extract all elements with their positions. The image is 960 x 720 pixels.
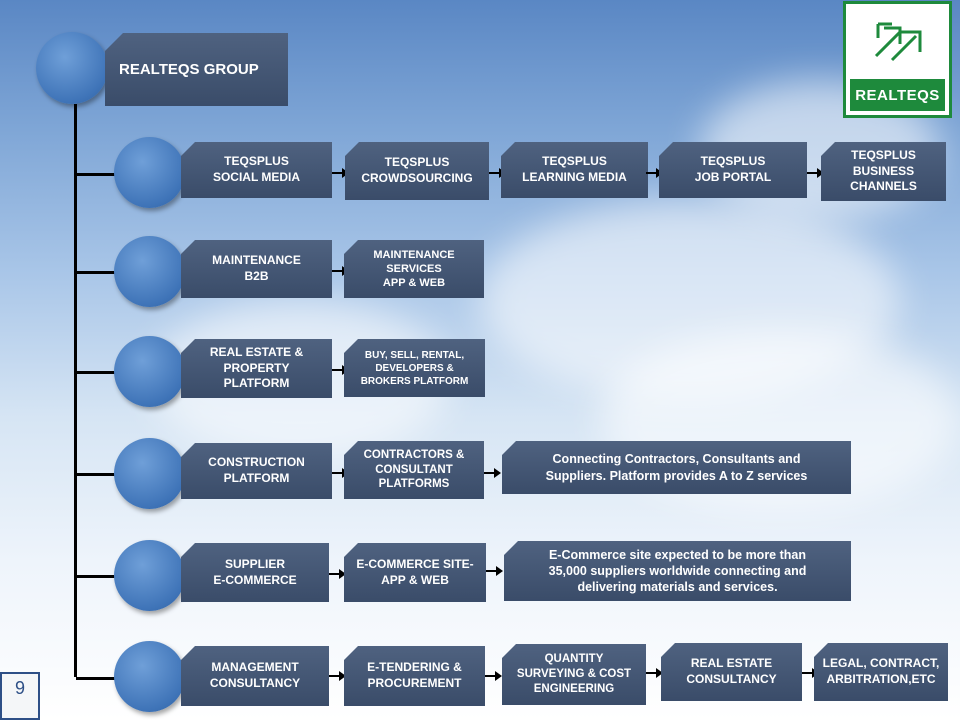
box-legal-contract-arbitration: LEGAL, CONTRACT, ARBITRATION,ETC: [814, 643, 948, 701]
flow-arrow: [489, 168, 506, 178]
flow-arrow: [332, 266, 349, 276]
flow-arrow: [332, 168, 349, 178]
row-node-circle: [114, 641, 185, 712]
flow-arrow: [332, 468, 349, 478]
flow-arrow: [486, 566, 503, 576]
box-supplier-e-commerce: SUPPLIER E-COMMERCE: [181, 543, 329, 602]
box-teqsplus-business-channels: TEQSPLUS BUSINESS CHANNELS: [821, 142, 946, 201]
row-node-circle: [114, 540, 185, 611]
box-quantity-surveying: QUANTITY SURVEYING & COST ENGINEERING: [502, 644, 646, 705]
flow-arrow: [646, 168, 663, 178]
flow-arrow: [807, 168, 824, 178]
box-teqsplus-social-media: TEQSPLUS SOCIAL MEDIA: [181, 142, 332, 198]
page-number: 9: [0, 672, 40, 720]
box-construction-platform: CONSTRUCTION PLATFORM: [181, 443, 332, 499]
flow-arrow: [802, 668, 819, 678]
realteqs-logo: REALTEQS: [843, 1, 952, 118]
box-buy-sell-rental-platform: BUY, SELL, RENTAL, DEVELOPERS & BROKERS …: [344, 339, 485, 397]
box-real-estate-property-platform: REAL ESTATE & PROPERTY PLATFORM: [181, 339, 332, 398]
page-title: REALTEQS GROUP: [105, 33, 288, 106]
box-e-commerce-description: E-Commerce site expected to be more than…: [504, 541, 851, 601]
box-real-estate-consultancy: REAL ESTATE CONSULTANCY: [661, 643, 802, 701]
box-maintenance-b2b: MAINTENANCE B2B: [181, 240, 332, 298]
group-node-circle: [36, 32, 108, 104]
double-arrow-icon: [874, 22, 922, 62]
logo-wordmark: REALTEQS: [850, 79, 945, 111]
flow-arrow: [484, 468, 501, 478]
box-e-commerce-site: E-COMMERCE SITE- APP & WEB: [344, 543, 486, 602]
flow-arrow: [485, 671, 502, 681]
box-teqsplus-job-portal: TEQSPLUS JOB PORTAL: [659, 142, 807, 198]
box-maintenance-services: MAINTENANCE SERVICES APP & WEB: [344, 240, 484, 298]
box-connecting-contractors-description: Connecting Contractors, Consultants and …: [502, 441, 851, 494]
box-contractors-consultant-platforms: CONTRACTORS & CONSULTANT PLATFORMS: [344, 441, 484, 499]
flow-arrow: [332, 365, 349, 375]
flow-arrow: [646, 668, 663, 678]
row-node-circle: [114, 438, 185, 509]
row-node-circle: [114, 336, 185, 407]
box-management-consultancy: MANAGEMENT CONSULTANCY: [181, 646, 329, 706]
box-teqsplus-crowdsourcing: TEQSPLUS CROWDSOURCING: [345, 142, 489, 200]
row-node-circle: [114, 236, 185, 307]
row-node-circle: [114, 137, 185, 208]
box-teqsplus-learning-media: TEQSPLUS LEARNING MEDIA: [501, 142, 648, 198]
box-e-tendering-procurement: E-TENDERING & PROCUREMENT: [344, 646, 485, 706]
flow-arrow: [329, 569, 346, 579]
tree-spine: [74, 104, 77, 677]
flow-arrow: [329, 671, 346, 681]
